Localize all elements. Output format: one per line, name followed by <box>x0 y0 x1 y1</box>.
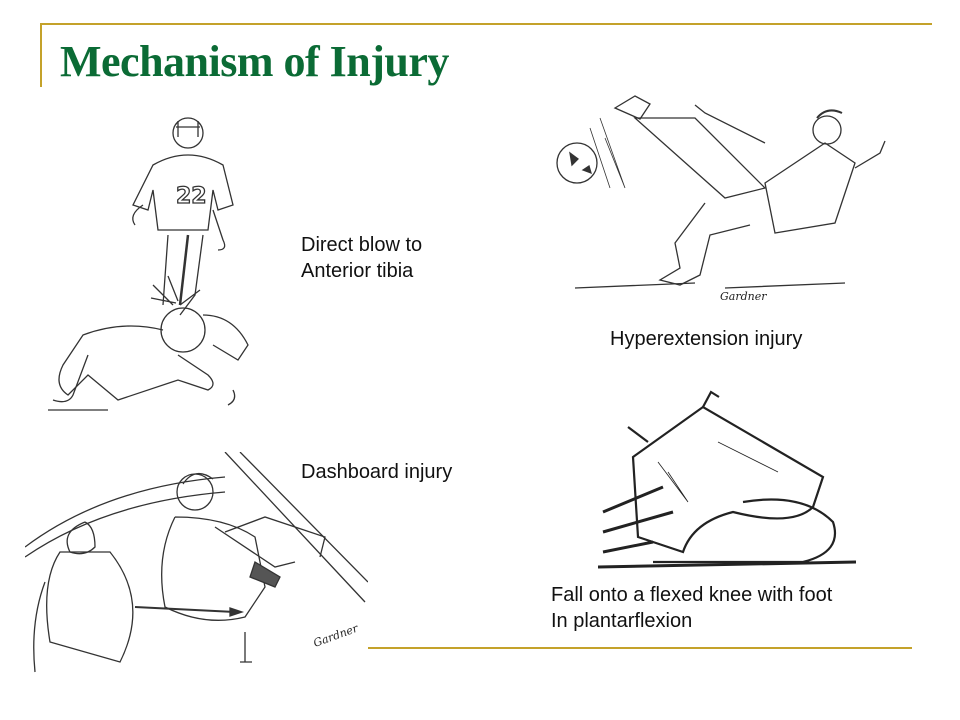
svg-text:Gardner: Gardner <box>312 621 361 649</box>
soccer-kick-illustration: Gardner <box>555 88 897 310</box>
caption-line: In plantarflexion <box>551 610 693 632</box>
left-accent-rule <box>40 23 42 87</box>
car-dashboard-illustration: Gardner <box>25 452 368 677</box>
caption-line: Dashboard injury <box>301 461 453 483</box>
hyperextension-caption: Hyperextension injury <box>610 326 802 352</box>
bottom-accent-rule <box>368 647 912 649</box>
svg-text:22: 22 <box>176 184 207 209</box>
direct-blow-caption: Direct blow to Anterior tibia <box>301 232 422 284</box>
dashboard-caption: Dashboard injury <box>301 459 452 485</box>
football-tackle-illustration: 22 <box>28 105 278 420</box>
slide-title: Mechanism of Injury <box>60 37 449 86</box>
caption-line: Direct blow to <box>301 234 423 256</box>
caption-line: Fall onto a flexed knee with foot <box>551 584 833 606</box>
flexed-knee-fall-caption: Fall onto a flexed knee with foot In pla… <box>551 582 832 634</box>
top-accent-rule <box>40 23 932 25</box>
svg-text:Gardner: Gardner <box>720 290 767 303</box>
caption-line: Anterior tibia <box>301 260 414 282</box>
kneeling-fall-illustration <box>598 382 856 572</box>
caption-line: Hyperextension injury <box>610 328 803 350</box>
